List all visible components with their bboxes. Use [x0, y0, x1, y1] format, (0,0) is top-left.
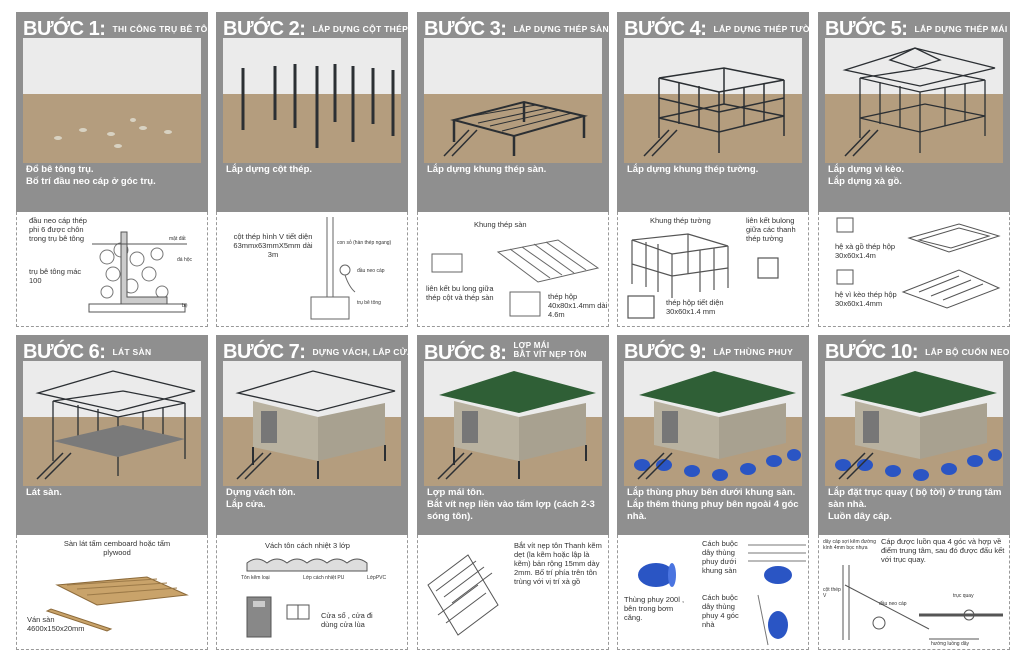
step-illustration [223, 361, 401, 486]
step-detail: hệ xà gồ thép hộp 30x60x1.4m hệ vì kèo t… [818, 212, 1010, 327]
step-illustration [424, 38, 602, 163]
step-title: BƯỚC 2: LẮP DỰNG CỘT THÉP [223, 18, 409, 40]
floor-frame-note: Khung thép sàn [474, 220, 527, 229]
step-illustration [825, 361, 1003, 486]
floor-board-note: Sàn lát tấm cemboard hoặc tấm plywood [63, 539, 171, 557]
step-header: BƯỚC 6: LÁT SÀN Lát sàn. [16, 335, 208, 535]
step-header: BƯỚC 3: LẮP DỰNG THÉP SÀN Lắp dựng khung… [417, 12, 609, 212]
winch-note: trục quay [953, 593, 974, 599]
step-header: BƯỚC 9: LẮP THÙNG PHUY Lắp thùng phuy bê… [617, 335, 809, 535]
step-title: BƯỚC 5: LẮP DỰNG THÉP MÁI [825, 18, 1008, 40]
plank-note: Ván sàn 4600x150x20mm [27, 615, 85, 633]
anchor-note: đầu neo cáp [879, 601, 907, 607]
step-illustration [624, 38, 802, 163]
step-card-7: BƯỚC 7: DỰNG VÁCH, LẮP CỬA Dựng vách tôn… [216, 335, 414, 650]
cable-note: dây cáp sợi kẽm đường kính 4mm bọc nhựa [823, 539, 876, 551]
step-header: BƯỚC 1: THI CÔNG TRỤ BÊ TÔNG Đổ bê tông … [16, 12, 221, 212]
pillar-note: trụ bê tông mác 100 [29, 267, 82, 285]
step-header: BƯỚC 2: LẮP DỰNG CỘT THÉP Lắp dựng cột t… [216, 12, 408, 212]
pvc-note: LớpPVC [367, 575, 387, 581]
step-card-9: BƯỚC 9: LẮP THÙNG PHUY Lắp thùng phuy bê… [617, 335, 809, 650]
step-illustration [624, 361, 802, 486]
step-header: BƯỚC 10: LẮP BỘ CUỐN NEO Lắp đặt trục qu… [818, 335, 1010, 535]
step-card-5: BƯỚC 5: LẮP DỰNG THÉP MÁI Lắp dựng vì kè… [818, 12, 1010, 327]
wall-frame-note: Khung thép tường [650, 216, 711, 225]
tie-under-note: Cách buộc dây thùng phuy dưới khung sàn [702, 539, 738, 575]
step-header: BƯỚC 8: LỢP MÁI BẮT VÍT NẸP TÔN Lợp mái … [417, 335, 609, 535]
pu-note: Lớp cách nhiệt PU [303, 575, 345, 581]
ground-note: mặt đất [169, 236, 186, 242]
step-caption: Lắp thùng phuy bên dưới khung sàn. Lắp t… [627, 487, 799, 522]
anchor-note: đầu neo cáp [357, 268, 385, 274]
column-note: cột thép V [823, 587, 841, 599]
step-detail: Khung thép sàn liên kết bu long giữa thé… [417, 212, 609, 327]
purlin-note: hệ xà gồ thép hộp 30x60x1.4m [835, 242, 896, 260]
step-caption: Lát sàn. [26, 487, 62, 498]
wall-note: Vách tôn cách nhiệt 3 lớp [265, 541, 350, 550]
step-title: BƯỚC 9: LẮP THÙNG PHUY [624, 341, 794, 363]
step-title: BƯỚC 10: LẮP BỘ CUỐN NEO [825, 341, 1010, 363]
step-header: BƯỚC 5: LẮP DỰNG THÉP MÁI Lắp dựng vì kè… [818, 12, 1010, 212]
step-title: BƯỚC 1: THI CÔNG TRỤ BÊ TÔNG [23, 18, 221, 40]
truss-note: hệ vì kèo thép hộp 30x60x1.4mm [835, 290, 897, 308]
base-note: bệ [182, 303, 188, 309]
step-caption: Lắp đặt trục quay ( bộ tời) ở trung tâm … [828, 487, 1002, 522]
tie-corner-note: Cách buộc dây thùng phuy 4 góc nhà [702, 593, 739, 629]
bracket-note: con sỏ (hàn thép ngang) [337, 240, 392, 246]
cable-route-note: Cáp được luồn qua 4 góc và hợp về điểm t… [881, 537, 1005, 564]
step-card-8: BƯỚC 8: LỢP MÁI BẮT VÍT NẸP TÔN Lợp mái … [417, 335, 609, 650]
drum-note: Thùng phuy 200l , bên trong bơm căng. [624, 595, 685, 622]
step-detail: Khung thép tường liên kết bulong giữa cá… [617, 212, 809, 327]
screw-note: Bắt vít nẹp tôn Thanh kẽm dẹt (la kẽm ho… [514, 541, 602, 586]
steel-note: thép hộp 40x80x1.4mm dài 4.6m [548, 292, 608, 319]
step-illustration [23, 38, 201, 163]
step-caption: Đổ bê tông trụ. Bố trí đầu neo cáp ở góc… [26, 164, 156, 187]
bolt-note: liên kết bulong giữa các thanh thép tườn… [746, 216, 796, 243]
step-card-1: BƯỚC 1: THI CÔNG TRỤ BÊ TÔNG Đổ bê tông … [16, 12, 221, 327]
zinc-note: Tôn kẽm loại [241, 575, 270, 581]
step-caption: Lắp dựng cột thép. [226, 164, 313, 175]
step-caption: Lợp mái tôn. Bắt vít nẹp liền vào tấm lợ… [427, 487, 595, 522]
step-detail: Sàn lát tấm cemboard hoặc tấm plywood Vá… [16, 535, 208, 650]
step-header: BƯỚC 4: LẮP DỰNG THÉP TƯỜNG Lắp dựng khu… [617, 12, 824, 212]
step-caption: Lắp dựng khung thép tường. [627, 164, 759, 175]
step-detail: Vách tôn cách nhiệt 3 lớp Tôn kẽm loại L… [216, 535, 408, 650]
step-illustration [23, 361, 201, 486]
bolt-note: liên kết bu long giữa thép cột và thép s… [426, 284, 494, 302]
step-detail: Thùng phuy 200l , bên trong bơm căng. Cá… [617, 535, 809, 650]
step-detail: đầu neo cáp thép phi 6 được chôn trong t… [16, 212, 208, 327]
step-card-4: BƯỚC 4: LẮP DỰNG THÉP TƯỜNG Lắp dựng khu… [617, 12, 824, 327]
step-caption: Lắp dựng vì kèo. Lắp dựng xà gồ. [828, 164, 905, 187]
step-title: BƯỚC 7: DỰNG VÁCH, LẮP CỬA [223, 341, 414, 363]
step-illustration [223, 38, 401, 163]
direction-note: hướng luồng dây [931, 641, 970, 647]
column-note: cột thép hình V tiết diện 63mmx63mmX5mm … [233, 232, 313, 259]
step-header: BƯỚC 7: DỰNG VÁCH, LẮP CỬA Dựng vách tôn… [216, 335, 414, 535]
step-title: BƯỚC 8: LỢP MÁI BẮT VÍT NẸP TÔN [424, 341, 587, 364]
step-detail: Bắt vít nẹp tôn Thanh kẽm dẹt (la kẽm ho… [417, 535, 609, 650]
step-card-10: BƯỚC 10: LẮP BỘ CUỐN NEO Lắp đặt trục qu… [818, 335, 1010, 650]
steel-note: thép hộp tiết diện 30x60x1.4 mm [666, 298, 724, 316]
step-illustration [424, 361, 602, 486]
anchor-note: đầu neo cáp thép phi 6 được chôn trong t… [29, 216, 87, 243]
step-title: BƯỚC 3: LẮP DỰNG THÉP SÀN [424, 18, 609, 40]
step-caption: Lắp dựng khung thép sàn. [427, 164, 547, 175]
pillar-note: trụ bê tông [357, 300, 381, 306]
step-title: BƯỚC 6: LÁT SÀN [23, 341, 152, 363]
door-note: Cửa sổ , cửa đi dùng cửa lùa [321, 611, 373, 629]
step-detail: dây cáp sợi kẽm đường kính 4mm bọc nhựa … [818, 535, 1010, 650]
step-caption: Dựng vách tôn. Lắp cửa. [226, 487, 296, 510]
step-card-2: BƯỚC 2: LẮP DỰNG CỘT THÉP Lắp dựng cột t… [216, 12, 408, 327]
rock-note: đá hộc [177, 257, 193, 263]
step-card-3: BƯỚC 3: LẮP DỰNG THÉP SÀN Lắp dựng khung… [417, 12, 609, 327]
step-illustration [825, 38, 1003, 163]
step-detail: cột thép hình V tiết diện 63mmx63mmX5mm … [216, 212, 408, 327]
step-card-6: BƯỚC 6: LÁT SÀN Lát sàn. Sàn lát tấm cem… [16, 335, 208, 650]
step-title: BƯỚC 4: LẮP DỰNG THÉP TƯỜNG [624, 18, 824, 40]
